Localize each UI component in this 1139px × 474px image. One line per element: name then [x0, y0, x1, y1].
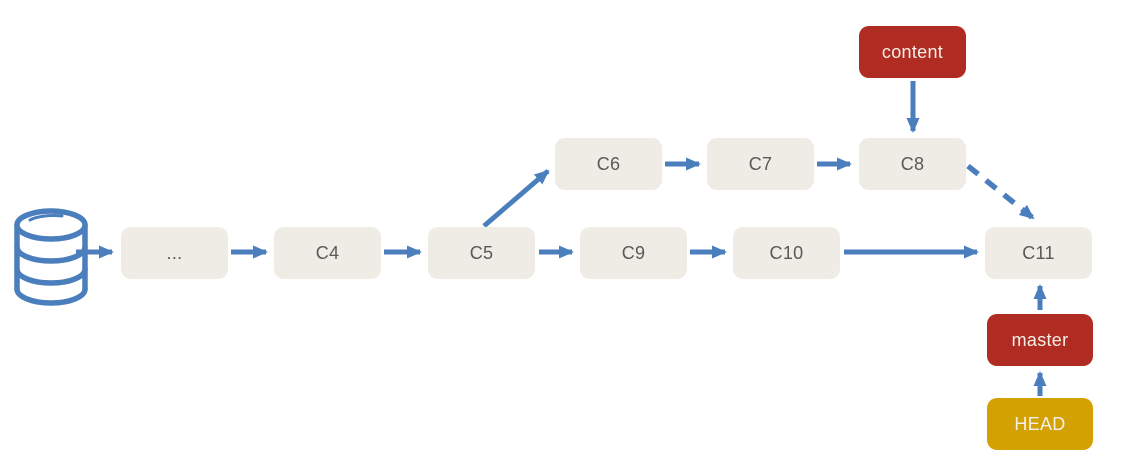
- solid-arrows: [76, 81, 1047, 396]
- database-icon: [14, 208, 88, 306]
- commit-node-c11: C11: [985, 227, 1092, 279]
- commit-node-dots: ...: [121, 227, 228, 279]
- branch-ref-master: master: [987, 314, 1093, 366]
- commit-node-c10: C10: [733, 227, 840, 279]
- commit-node-c9: C9: [580, 227, 687, 279]
- commit-node-c5: C5: [428, 227, 535, 279]
- commit-node-c7: C7: [707, 138, 814, 190]
- commit-node-c4: C4: [274, 227, 381, 279]
- commit-node-c8: C8: [859, 138, 966, 190]
- commit-node-c6: C6: [555, 138, 662, 190]
- head-ref: HEAD: [987, 398, 1093, 450]
- dashed-merge-arrow: [966, 163, 1035, 221]
- branch-ref-content: content: [859, 26, 966, 78]
